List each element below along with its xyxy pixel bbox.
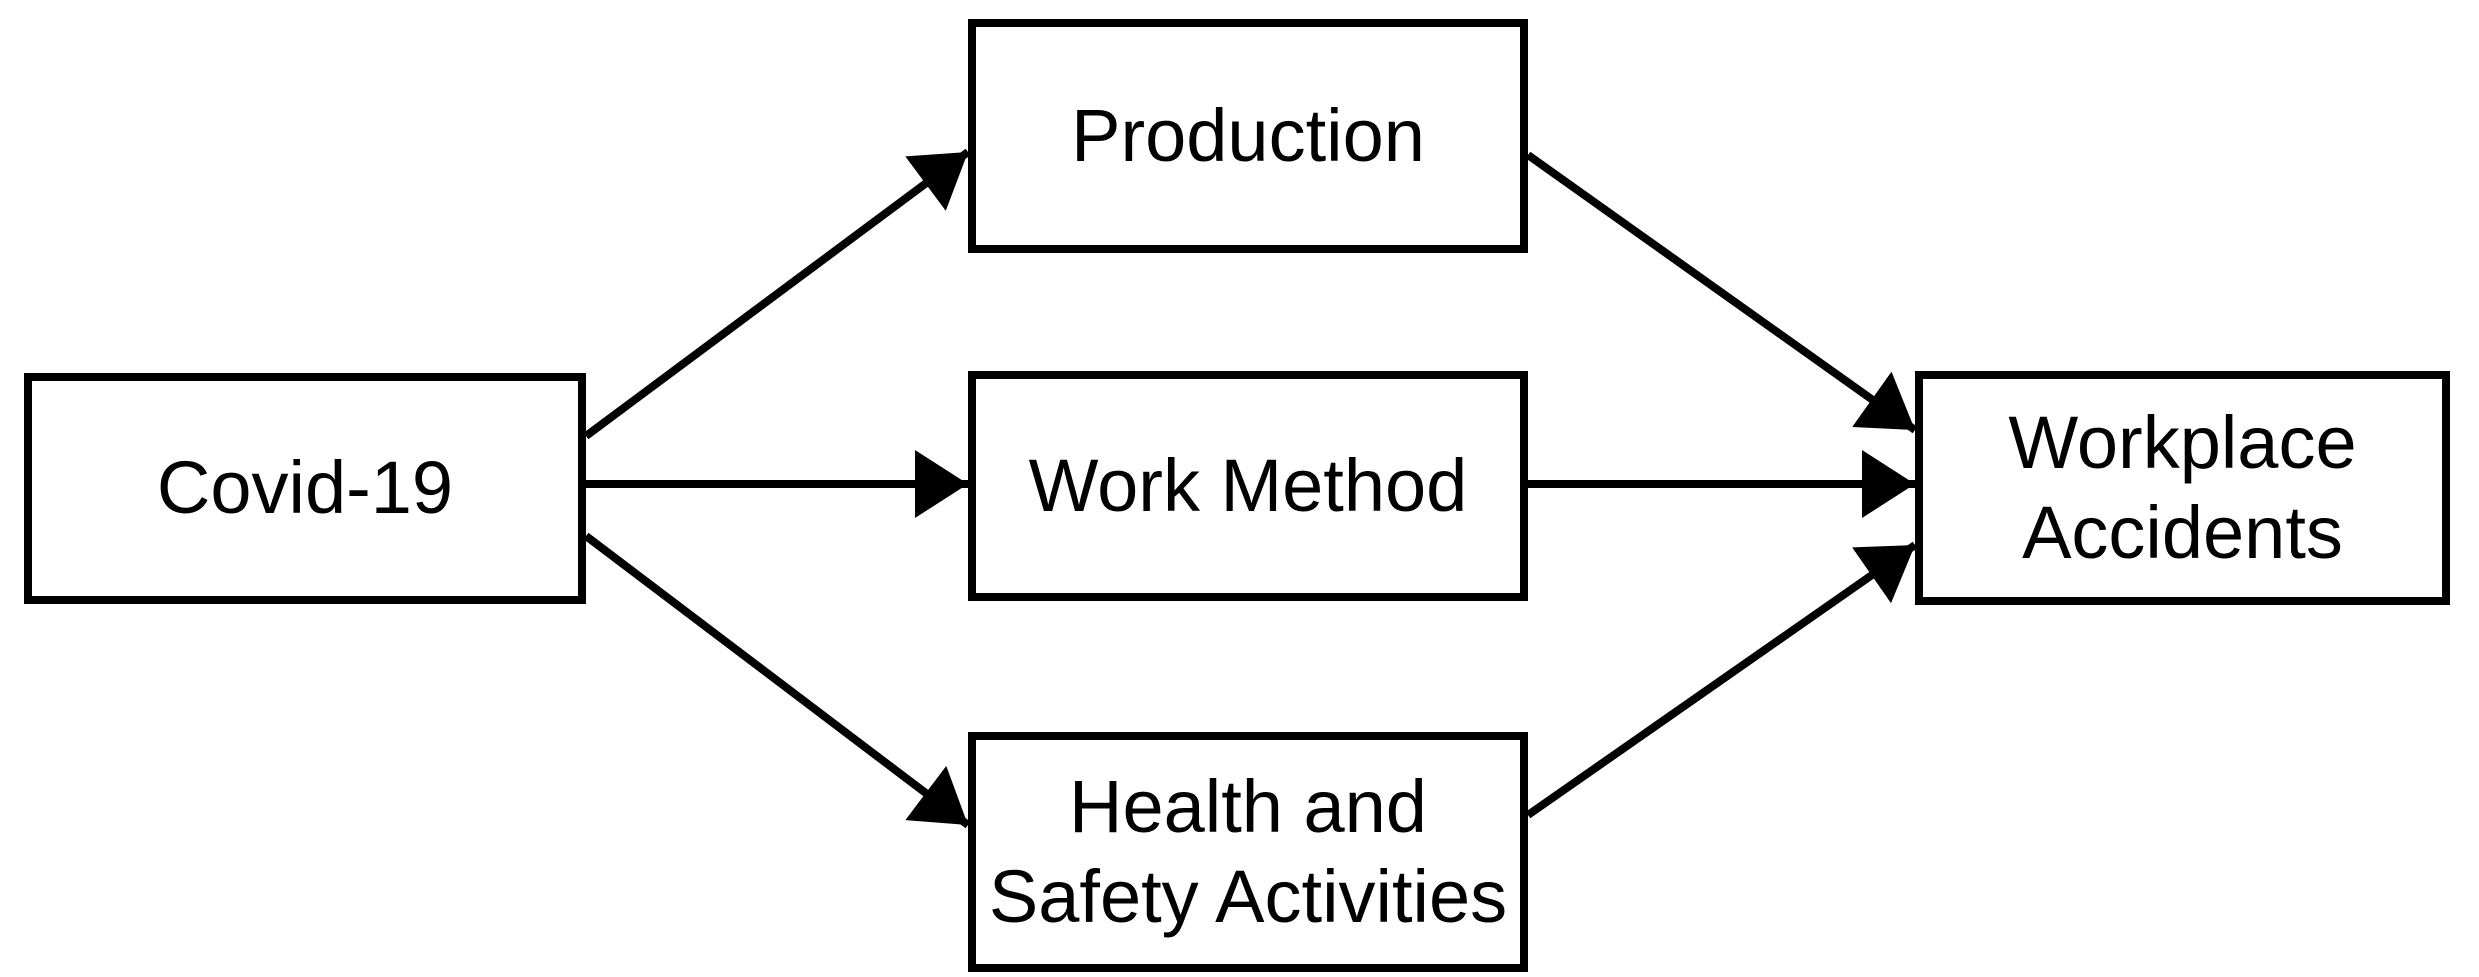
- node-covid-19-label: Covid-19: [156, 446, 454, 530]
- node-health-safety-activities-label-line2: Safety Activities: [988, 855, 1508, 938]
- edge-covid-to-health-safety: [583, 532, 971, 829]
- node-workplace-accidents-label-line2: Accidents: [2022, 491, 2343, 574]
- node-health-safety-activities-label-line1: Health and: [1069, 764, 1427, 848]
- node-work-method-label: Work Method: [1028, 443, 1468, 527]
- node-covid-19: Covid-19: [24, 373, 586, 604]
- node-work-method: Work Method: [968, 371, 1528, 601]
- node-production-label: Production: [1071, 93, 1425, 177]
- edge-health-safety-to-workplace-accidents: [1525, 541, 1918, 819]
- node-health-safety-activities: Health and Safety Activities: [968, 732, 1528, 972]
- node-workplace-accidents-label-line1: Workplace: [2008, 400, 2357, 484]
- edge-covid-to-production: [583, 148, 971, 440]
- edge-production-to-workplace-accidents: [1525, 151, 1918, 434]
- node-production: Production: [968, 19, 1528, 253]
- node-workplace-accidents: Workplace Accidents: [1915, 371, 2450, 605]
